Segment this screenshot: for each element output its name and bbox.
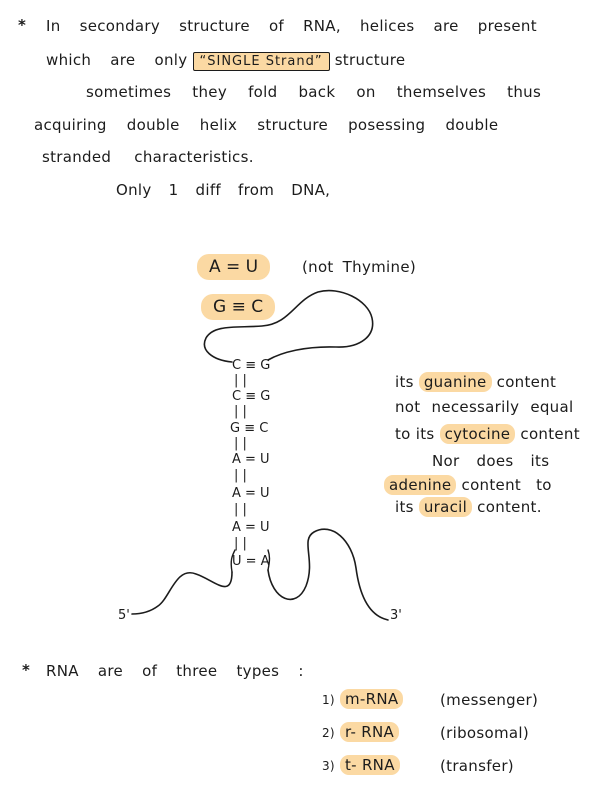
single-strand-highlight: “SINGLE Strand” [192, 52, 330, 71]
intro-line-5: stranded characteristics. [42, 148, 254, 166]
type-1-name: m-RNA [340, 689, 404, 709]
five-prime-label: 5' [118, 608, 130, 623]
stem-pair-4: A = U [232, 452, 270, 467]
intro-line-1: In secondary structure of RNA, helices a… [46, 17, 537, 35]
strand-3-prime-tail [267, 528, 389, 621]
stem-link-4: | | [234, 468, 247, 483]
side-note-line-4: Nor does its [432, 452, 550, 470]
stem-bottom-left [230, 549, 236, 573]
intro-line-6: Only 1 diff from DNA, [116, 181, 331, 199]
stem-pair-3: G ≡ C [230, 421, 269, 436]
stem-pair-6: A = U [232, 520, 270, 535]
side-note-line-1: its guanine content [395, 372, 557, 392]
type-1-number: 1) [322, 693, 335, 707]
side-note-l6-post: content. [477, 498, 542, 516]
type-3-name: t- RNA [340, 755, 400, 775]
type-1-desc: (messenger) [440, 691, 539, 709]
side-note-l1-post: content [496, 373, 557, 391]
strand-5-prime-tail [131, 571, 233, 615]
side-note-line-6: its uracil content. [395, 497, 542, 517]
types-bullet-star: * [22, 661, 31, 679]
stem-pair-5: A = U [232, 486, 270, 501]
intro-line-3: sometimes they fold back on themselves t… [86, 83, 542, 101]
intro-line-4: acquiring double helix structure posessi… [34, 116, 499, 134]
bullet-star: * [18, 16, 27, 34]
three-prime-label: 3' [390, 608, 402, 623]
uracil-highlight: uracil [418, 497, 473, 517]
type-3-number: 3) [322, 759, 335, 773]
hairpin-loop [203, 289, 374, 363]
au-note: (not Thymine) [302, 258, 416, 276]
stem-link-3: | | [234, 436, 247, 451]
type-2-name: r- RNA [340, 722, 400, 742]
intro-line-2: which are only “SINGLE Strand” structure [46, 51, 406, 71]
type-2-desc: (ribosomal) [440, 724, 530, 742]
gc-pair-rule: G ≡ C [201, 294, 276, 320]
au-pair-rule: A = U [197, 254, 271, 280]
side-note-l3-pre: to its [395, 425, 435, 443]
cytocine-highlight: cytocine [439, 424, 516, 444]
side-note-line-2: not necessarily equal [395, 398, 574, 416]
stem-pair-7: U = A [232, 554, 270, 569]
side-note-line-5: adenine content to [384, 475, 552, 495]
adenine-highlight: adenine [384, 475, 457, 495]
stem-pair-2: C ≡ G [232, 389, 271, 404]
side-note-line-3: to its cytocine content [395, 424, 580, 444]
stem-bottom-right [267, 549, 271, 571]
intro-line-2-pre: which are only [46, 51, 188, 69]
intro-line-2-post: structure [334, 51, 406, 69]
stem-pair-1: C ≡ G [232, 358, 271, 373]
stem-link-2: | | [234, 404, 247, 419]
stem-link-5: | | [234, 502, 247, 517]
stem-link-6: | | [234, 536, 247, 551]
side-note-l3-post: content [520, 425, 580, 443]
type-2-number: 2) [322, 726, 335, 740]
guanine-highlight: guanine [418, 372, 492, 392]
side-note-l6-pre: its [395, 498, 414, 516]
stem-link-1: | | [234, 373, 247, 388]
types-heading: RNA are of three types : [46, 662, 304, 680]
side-note-l1-pre: its [395, 373, 414, 391]
side-note-l5-post: content to [461, 476, 552, 494]
type-3-desc: (transfer) [440, 757, 514, 775]
